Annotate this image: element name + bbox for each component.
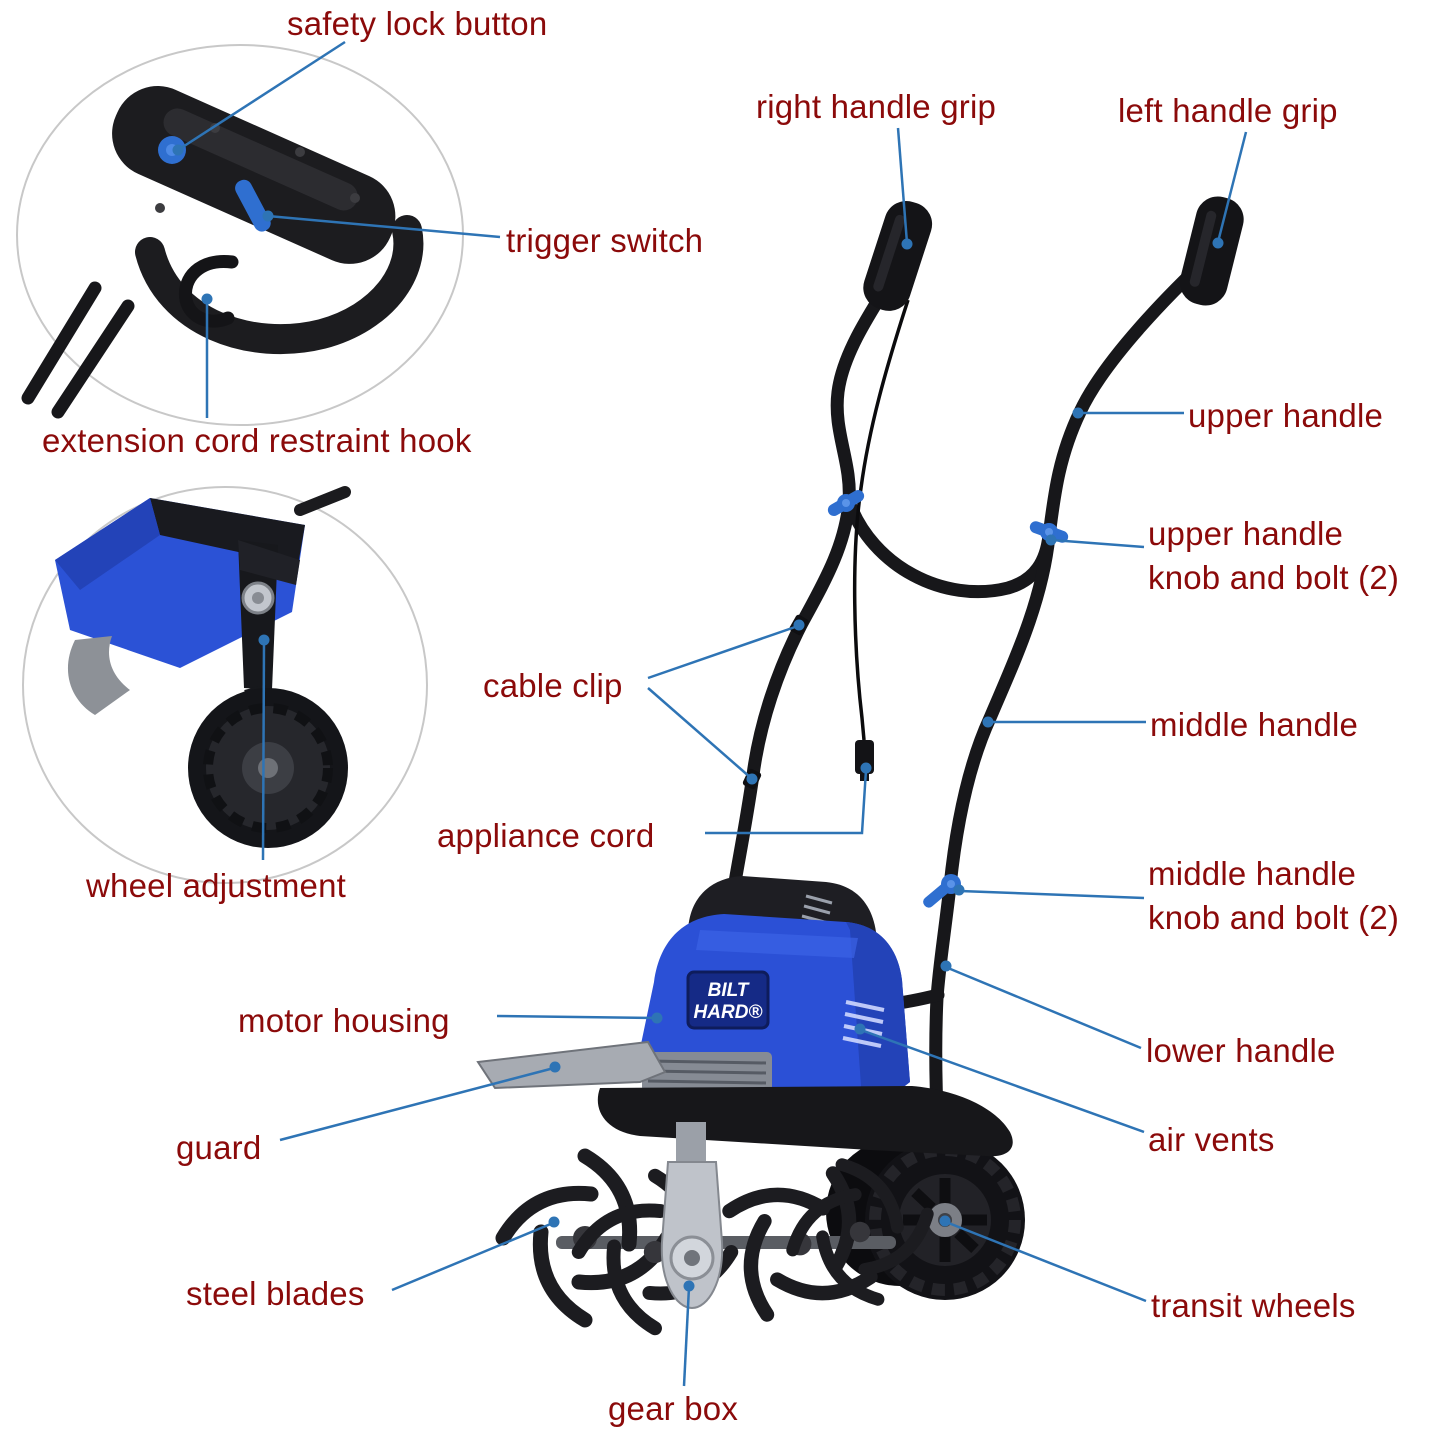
label-guard: guard (176, 1129, 262, 1166)
brand-badge: BILT HARD® (686, 970, 770, 1030)
leader-lines (177, 40, 1248, 1387)
upper-handle-knob-front (827, 490, 865, 516)
label-left-handle-grip: left handle grip (1118, 92, 1338, 129)
label-motor-housing: motor housing (238, 1002, 450, 1039)
label-wheel-adjustment: wheel adjustment (86, 867, 347, 904)
label-middle-handle-knob-and-bolt: middle handle knob and bolt (2) (1148, 855, 1400, 937)
trigger-switch-part (235, 179, 271, 232)
label-cable-clip: cable clip (483, 667, 623, 704)
label-appliance-cord: appliance cord (437, 817, 655, 854)
inset-trigger-handle (16, 44, 464, 426)
housing-base (597, 1086, 1013, 1157)
label-right-handle-grip: right handle grip (756, 88, 997, 125)
right-handle-grip-part (863, 200, 933, 311)
label-transit-wheels: transit wheels (1151, 1287, 1356, 1324)
label-upper-handle-knob-and-bolt: upper handle knob and bolt (2) (1148, 515, 1400, 597)
leader-dots (172, 144, 1224, 1292)
label-air-vents: air vents (1148, 1121, 1275, 1158)
brand-line2: HARD® (694, 1002, 763, 1023)
left-handle-grip-part (1179, 196, 1244, 306)
label-middle-handle: middle handle (1150, 706, 1359, 743)
label-trigger-switch: trigger switch (506, 222, 704, 259)
label-gear-box: gear box (608, 1390, 739, 1427)
gear-box-part (660, 1122, 724, 1310)
brand-line1: BILT (708, 980, 750, 1001)
label-safety-lock-button: safety lock button (287, 5, 548, 42)
trigger-handle-grip (112, 86, 396, 264)
inset-wheel (188, 688, 348, 848)
label-steel-blades: steel blades (186, 1275, 365, 1312)
cord-restraint-hook-part (178, 255, 239, 328)
label-lower-handle: lower handle (1146, 1032, 1336, 1069)
trigger-guard-loop (135, 215, 424, 355)
label-upper-handle: upper handle (1188, 397, 1384, 434)
inset-wheel-adjustment (22, 486, 428, 884)
label-extension-cord-restraint-hook: extension cord restraint hook (42, 422, 472, 459)
